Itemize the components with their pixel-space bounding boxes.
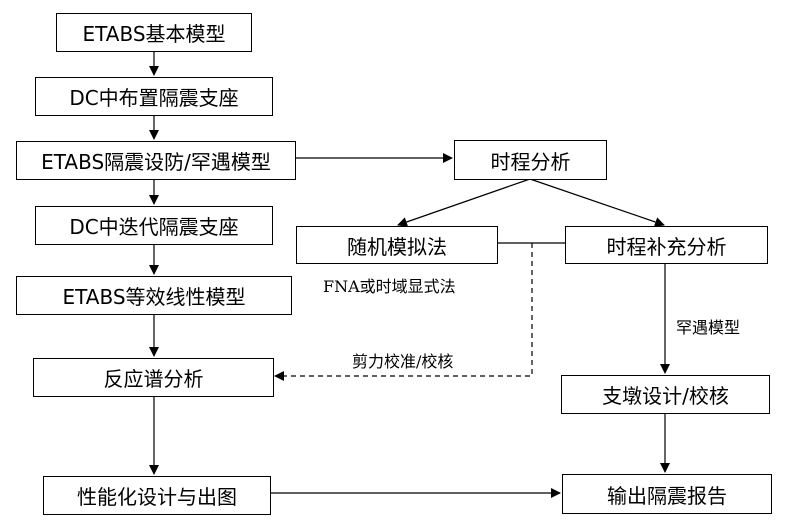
label-rare-model: 罕遇模型: [676, 318, 741, 337]
arrow-timehistory-to-supplement: [529, 178, 665, 227]
node-time-history: 时程分析: [454, 140, 607, 180]
arrow-timehistory-to-random: [397, 178, 531, 227]
node-th-supplement: 时程补充分析: [565, 226, 768, 264]
node-etabs-basic: ETABS基本模型: [56, 13, 252, 52]
node-etabs-equiv: ETABS等效线性模型: [16, 276, 292, 315]
node-random-sim: 随机模拟法: [296, 226, 498, 264]
label-fna: FNA或时域显式法: [323, 277, 456, 296]
node-etabs-fortify: ETABS隔震设防/罕遇模型: [16, 141, 296, 180]
node-output-report: 输出隔震报告: [562, 474, 772, 514]
node-performance: 性能化设计与出图: [43, 476, 271, 515]
label-shear-calibration: 剪力校准/校核: [352, 352, 454, 371]
node-pier-design: 支墩设计/校核: [561, 375, 770, 414]
node-dc-place: DC中布置隔震支座: [35, 77, 273, 116]
node-dc-iterate: DC中迭代隔震支座: [35, 206, 273, 245]
node-response-spectrum: 反应谱分析: [33, 358, 274, 397]
